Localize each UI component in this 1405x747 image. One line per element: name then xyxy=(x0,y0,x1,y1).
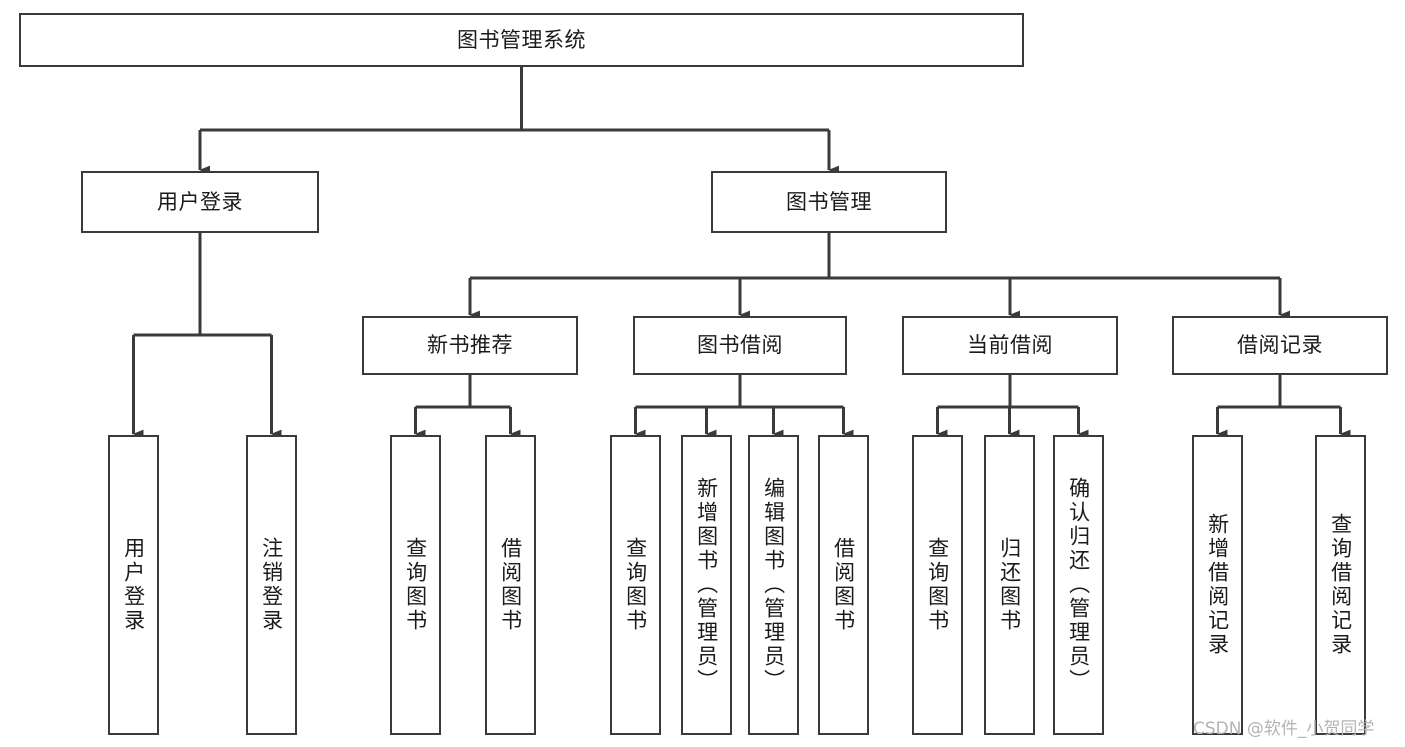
node-label: 图书管理系统 xyxy=(457,27,586,52)
node-leaf-cur-query[interactable]: 查询图书 xyxy=(912,435,963,735)
node-label: 编辑图书（管理员） xyxy=(761,477,786,693)
node-label: 借阅图书 xyxy=(498,537,523,633)
node-label: 借阅记录 xyxy=(1237,333,1323,358)
node-label: 图书管理 xyxy=(786,189,872,214)
node-label: 归还图书 xyxy=(997,537,1022,633)
node-leaf-rec-add[interactable]: 新增借阅记录 xyxy=(1192,435,1243,735)
node-leaf-borrow-query[interactable]: 查询图书 xyxy=(610,435,661,735)
node-label: 查询图书 xyxy=(623,537,648,633)
node-label: 图书借阅 xyxy=(697,333,783,358)
node-user-login[interactable]: 用户登录 xyxy=(81,171,319,233)
node-book-manage[interactable]: 图书管理 xyxy=(711,171,947,233)
node-label: 当前借阅 xyxy=(967,333,1053,358)
node-leaf-borrow-do[interactable]: 借阅图书 xyxy=(818,435,869,735)
node-leaf-cur-confirm[interactable]: 确认归还（管理员） xyxy=(1053,435,1104,735)
node-label: 注销登录 xyxy=(259,537,284,633)
node-leaf-rec-query2[interactable]: 查询借阅记录 xyxy=(1315,435,1366,735)
node-leaf-cur-return[interactable]: 归还图书 xyxy=(984,435,1035,735)
csdn-watermark: CSDN @软件_小贺同学 xyxy=(1193,719,1375,739)
node-label: 新增借阅记录 xyxy=(1205,513,1230,657)
node-label: 新书推荐 xyxy=(427,333,513,358)
node-label: 查询图书 xyxy=(925,537,950,633)
node-borrow-record[interactable]: 借阅记录 xyxy=(1172,316,1388,375)
node-current-borrow[interactable]: 当前借阅 xyxy=(902,316,1118,375)
node-book-borrow[interactable]: 图书借阅 xyxy=(633,316,847,375)
node-label: 用户登录 xyxy=(157,189,243,214)
node-label: 新增图书（管理员） xyxy=(694,477,719,693)
node-leaf-user-logout[interactable]: 注销登录 xyxy=(246,435,297,735)
node-leaf-user-login[interactable]: 用户登录 xyxy=(108,435,159,735)
node-leaf-borrow-add[interactable]: 新增图书（管理员） xyxy=(681,435,732,735)
node-label: 借阅图书 xyxy=(831,537,856,633)
node-new-book-rec[interactable]: 新书推荐 xyxy=(362,316,578,375)
node-label: 查询借阅记录 xyxy=(1328,513,1353,657)
node-label: 用户登录 xyxy=(121,537,146,633)
node-label: 查询图书 xyxy=(403,537,428,633)
node-label: 确认归还（管理员） xyxy=(1066,477,1091,693)
node-root[interactable]: 图书管理系统 xyxy=(19,13,1024,67)
node-leaf-rec-borrow[interactable]: 借阅图书 xyxy=(485,435,536,735)
node-leaf-borrow-edit[interactable]: 编辑图书（管理员） xyxy=(748,435,799,735)
node-leaf-rec-query[interactable]: 查询图书 xyxy=(390,435,441,735)
